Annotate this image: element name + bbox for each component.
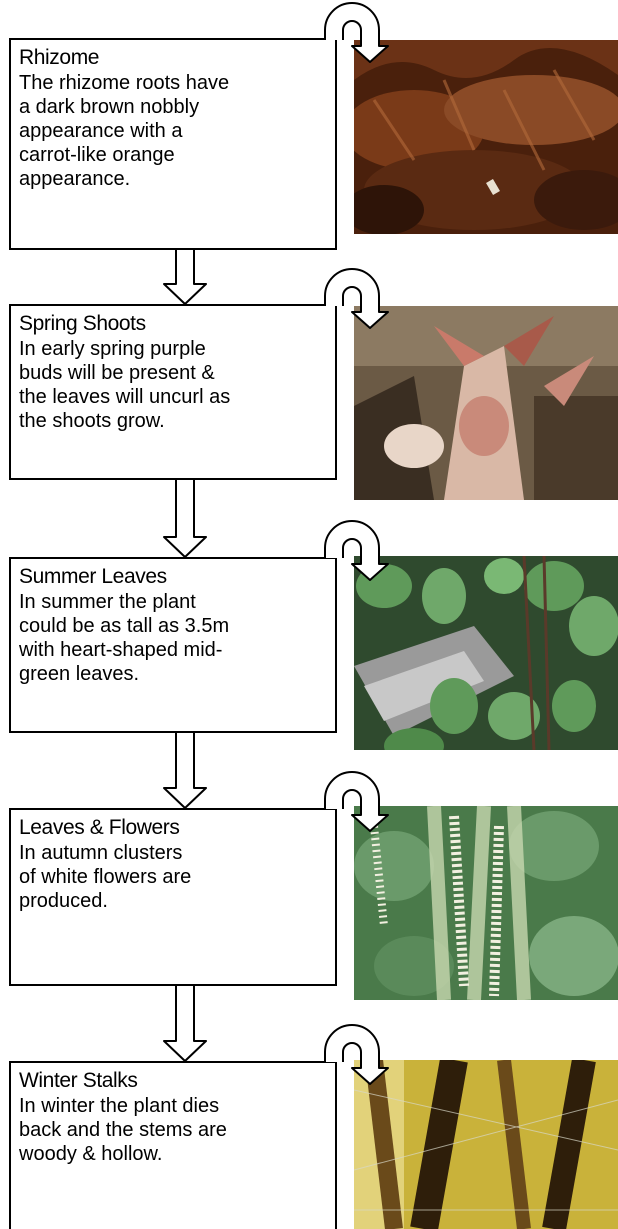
stage-title: Rhizome [19, 46, 335, 70]
stage-leaves-flowers-box: Leaves & Flowers In autumn clusters of w… [9, 808, 337, 986]
stage-description: In early spring purple buds will be pres… [19, 337, 335, 433]
stage-rhizome-box: Rhizome The rhizome roots have a dark br… [9, 38, 337, 250]
stage-spring-shoots-box: Spring Shoots In early spring purple bud… [9, 304, 337, 480]
down-arrow-icon [160, 480, 210, 559]
down-arrow-icon [160, 986, 210, 1063]
curved-arrow-icon [310, 266, 410, 336]
stage-description: In autumn clusters of white flowers are … [19, 841, 335, 913]
stage-description: The rhizome roots have a dark brown nobb… [19, 71, 335, 191]
stage-title: Winter Stalks [19, 1069, 335, 1093]
stage-title: Leaves & Flowers [19, 816, 335, 840]
stage-title: Spring Shoots [19, 312, 335, 336]
down-arrow-icon [160, 733, 210, 810]
stage-title: Summer Leaves [19, 565, 335, 589]
curved-arrow-icon [310, 1022, 410, 1092]
curved-arrow-icon [310, 0, 410, 70]
curved-arrow-icon [310, 769, 410, 839]
stage-description: In summer the plant could be as tall as … [19, 590, 335, 686]
stage-winter-stalks-box: Winter Stalks In winter the plant dies b… [9, 1061, 337, 1229]
curved-arrow-icon [310, 518, 410, 588]
stage-summer-leaves-box: Summer Leaves In summer the plant could … [9, 557, 337, 733]
stage-description: In winter the plant dies back and the st… [19, 1094, 335, 1166]
down-arrow-icon [160, 250, 210, 306]
